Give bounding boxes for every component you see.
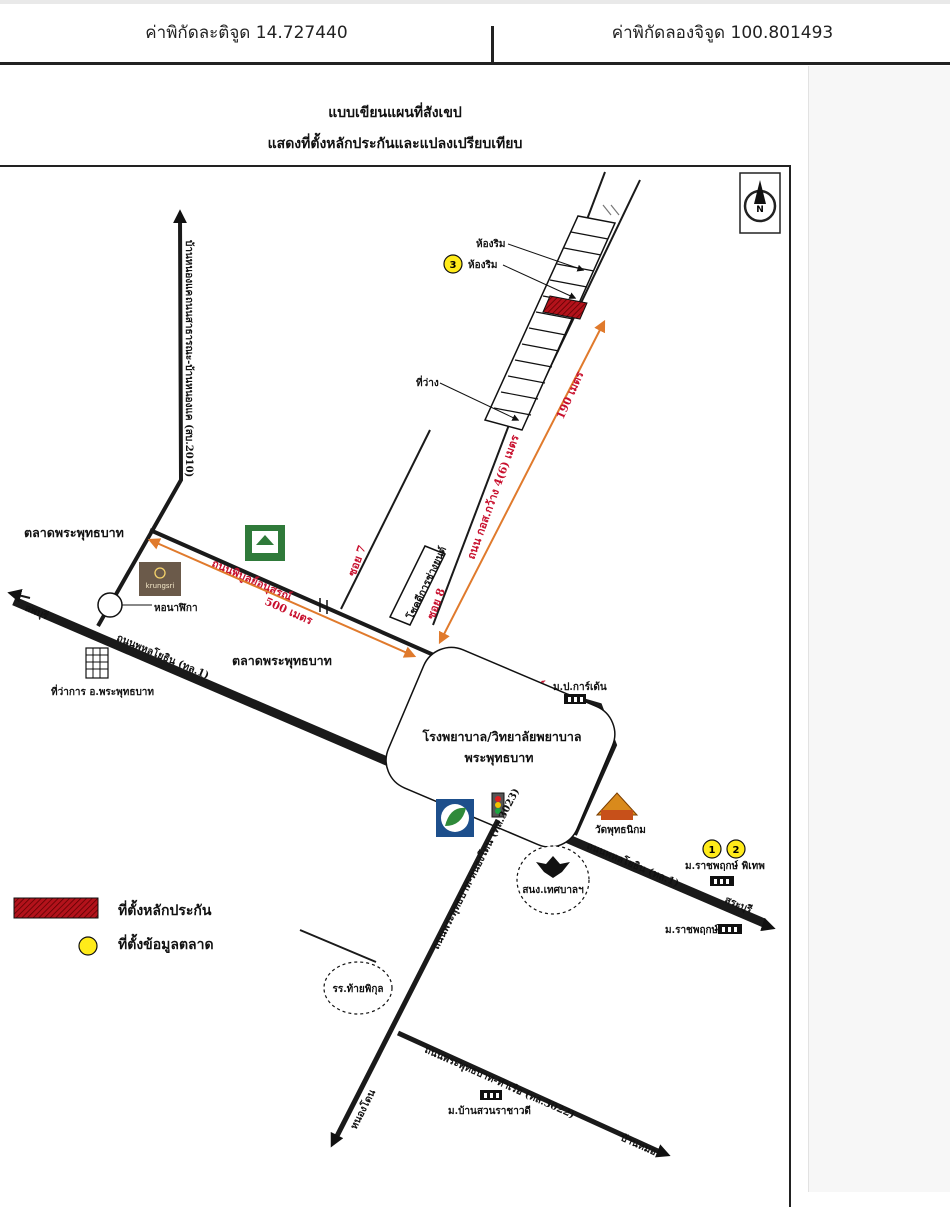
bridge-icon [319,598,328,614]
village-pkarden-label: ม.ป.การ์เด้น [553,681,607,693]
north-arrow-icon: N [739,172,781,234]
side-street [299,929,377,963]
hospital-label-1: โรงพยาบาล/วิทยาลัยพยาบาล [421,729,581,744]
village-ratchaphruek-label: ม.ราชพฤกษ์ [665,924,719,936]
vacant-pointer [439,382,520,421]
municipality-marker [516,845,590,915]
village-ratchaphruek-phithan-label: ม.ราชพฤกษ์ พิเทพ [685,860,765,872]
municipality-label: สนง.เทศบาลฯ [522,885,584,896]
village-suanrachawadi-label: ม.บ้านสวนราชาวดี [448,1105,531,1117]
lopburi-label: ลพบุรี [23,602,51,623]
house-icon-3 [718,924,742,934]
top-strip [0,0,950,4]
soi-7-road [340,429,431,610]
north-label: N [756,205,764,215]
clock-tower-label: หอนาฬิกา [154,602,198,614]
road-phahonyothin-label-2: ถนนพหลโยธิน (ทล.1) [585,839,681,890]
distance-190-line [438,319,606,645]
shophouse-label-1: ห้องริม [476,238,505,250]
map-subtitle: แสดงที่ตั้งหลักประกันและแปลงเปรียบเทียบ [267,136,523,152]
hospital-label-2: พระพุทธบาท [465,750,534,766]
temple-icon [595,792,639,820]
right-margin-panel [808,66,950,1192]
svg-text:2: 2 [733,845,740,856]
legend-market-swatch [78,936,98,956]
market-marker-1: 1 [702,839,722,859]
district-office-label: ที่ว่าการ อ.พระพุทธบาท [51,684,154,698]
road-nongkhae-label: ถนนสาธารณะ-บ้านหนองแค (สบ.2010) [183,297,195,477]
shophouse-label-2: ห้องริม [468,259,497,271]
garuda-icon [536,856,570,878]
legend-collateral-swatch [13,897,99,919]
market-marker-2: 2 [726,839,746,859]
bridge-north-icon [602,204,620,216]
coordinate-divider [491,26,494,62]
legend: ที่ตั้งหลักประกัน ที่ตั้งข้อมูลตลาด [13,897,214,956]
bank-logo-icon: krungsri [139,562,181,596]
longitude-value: ค่าพิกัดลองจิจูด 100.801493 [611,23,834,43]
market-label-1: ตลาดพระพุทธบาท [24,525,124,541]
latitude-value: ค่าพิกัดละติจูด 14.727440 [145,23,348,43]
road-phahonyothin-label-1: ถนนพหลโยธิน (ทล.1) [115,631,211,682]
house-icon [564,694,586,704]
map-frame [0,165,791,1207]
legend-collateral-label: ที่ตั้งหลักประกัน [118,899,212,919]
market-label-2: ตลาดพระพุทธบาท [232,653,332,669]
shophouse-pointer-1 [507,243,585,272]
school-label: รร.ท้ายพิกุล [332,983,383,995]
school-seal-icon [245,525,285,561]
map-title: แบบเขียนแผนที่สังเขป [328,105,462,121]
road-tharuea [396,1030,671,1158]
temple-label: วัดพุทธนิกม [595,824,646,836]
svg-text:krungsri: krungsri [146,582,175,590]
clock-tower-icon [97,592,152,618]
svg-text:1: 1 [709,845,716,856]
market-marker-3: 3 [443,254,463,274]
ban-mo-label: บ้านหมอ [619,1132,659,1158]
road-nongdon [330,818,501,1148]
distance-500-line [147,538,417,658]
collateral-plot [542,295,588,320]
road-nongkhae [96,209,187,627]
legend-market-label: ที่ตั้งข้อมูลตลาด [118,933,214,953]
school-marker [323,961,393,1015]
leaf-logo-icon [436,799,474,837]
district-office-icon [85,647,109,679]
house-icon-2 [710,876,734,886]
tire-shop-building [388,545,447,626]
distance-190-label: 190 เมตร [554,369,587,421]
svg-text:3: 3 [450,260,457,271]
road-nongkhae-end-label: บ้านหนองแค [183,240,195,297]
house-icon-4 [480,1090,502,1100]
traffic-light-icon [491,792,505,818]
shophouse-pointer-2 [502,264,577,299]
vacant-label: ที่ว่าง [416,375,439,389]
coordinate-bar: ค่าพิกัดละติจูด 14.727440 ค่าพิกัดลองจิจ… [0,4,950,65]
